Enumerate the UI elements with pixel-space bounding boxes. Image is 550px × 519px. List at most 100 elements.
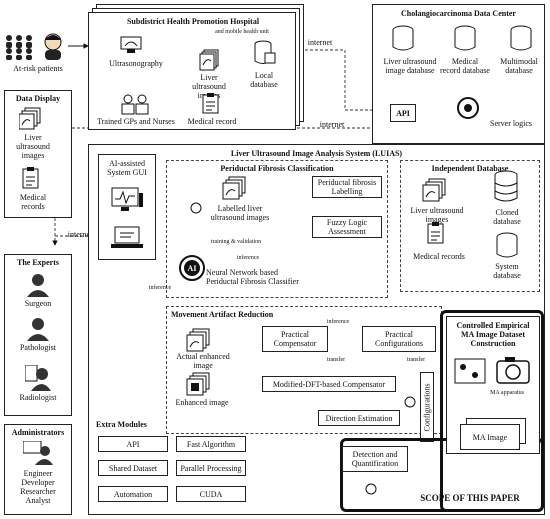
medical-record-label: Medical record	[187, 117, 237, 126]
enhanced-image-label: Enhanced image	[175, 398, 229, 407]
server-logics-icon	[457, 97, 479, 119]
training-label: training & validation	[210, 239, 262, 245]
module-cuda[interactable]: CUDA	[176, 486, 246, 502]
system-db-label: System database	[493, 262, 521, 280]
module-automation[interactable]: Automation	[98, 486, 168, 502]
hospital-box: Subdistrict Health Promotion Hospital an…	[88, 12, 296, 130]
gui-label: AI-assisted System GUI	[107, 159, 147, 177]
experts-box: The Experts Surgeon Pathologist Radiolog…	[4, 254, 72, 416]
surgeon-label: Surgeon	[24, 299, 52, 308]
fuzzy-logic-label: Fuzzy Logic Assessment	[326, 218, 368, 236]
at-risk-patients: At-risk patients	[3, 30, 73, 80]
mar-title: Movement Artifact Reduction	[171, 310, 274, 319]
ma-image-box[interactable]: MA Image	[460, 424, 520, 450]
inference-label-1: inference	[236, 255, 260, 261]
actual-enhanced-icon	[186, 328, 210, 352]
scope-label: SCOPE OF THIS PAPER	[420, 493, 520, 503]
internet-label-4: internet	[67, 230, 93, 239]
dft-compensator-box[interactable]: Modified-DFT-based Compensator	[262, 376, 396, 392]
internet-label-1: internet	[307, 38, 333, 47]
internet-label-2: internet	[319, 120, 345, 129]
multimodal-db-icon	[510, 25, 532, 51]
pfc-box: Periductal Fibrosis Classification	[166, 160, 388, 298]
module-parallel-processing-label: Parallel Processing	[180, 463, 242, 473]
module-shared-dataset[interactable]: Shared Dataset	[98, 460, 168, 476]
liver-image-stack-icon	[199, 49, 219, 71]
ai-brain-icon	[179, 255, 205, 281]
ma-apparatus-label: MA apparatus	[490, 390, 524, 396]
medical-db-label: Medical record database	[440, 57, 490, 75]
patients-icon	[6, 33, 62, 60]
direction-estimation-label: Direction Estimation	[325, 413, 393, 423]
liver-db-icon	[392, 25, 414, 51]
module-shared-dataset-label: Shared Dataset	[108, 463, 158, 473]
transfer-label-2: transfer	[406, 357, 426, 363]
enhanced-image-icon	[186, 372, 210, 396]
junction-node-2-icon	[404, 396, 416, 408]
data-display-box: Data Display Liver ultrasound images Med…	[4, 90, 72, 218]
practical-config-box[interactable]: Practical Configurations	[362, 326, 436, 352]
ultrasonography-label: Ultrasonography	[109, 59, 163, 68]
ind-liver-label: Liver ultrasound images	[410, 206, 464, 224]
detection-box[interactable]: Detection and Quantification	[342, 446, 408, 472]
nn-label: Neural Network based Periductal Fibrosis…	[206, 268, 299, 286]
pf-labelling-box[interactable]: Periductal fibrosis Labelling	[312, 176, 382, 198]
practical-config-label: Practical Configurations	[375, 330, 423, 348]
fuzzy-logic-box[interactable]: Fuzzy Logic Assessment	[312, 216, 382, 238]
trained-gps-label: Trained GPs and Nurses	[97, 117, 175, 126]
labelled-images-label: Labelled liver ultrasound images	[210, 204, 270, 222]
monitor-icon	[111, 187, 143, 211]
labelled-images-icon	[222, 176, 246, 200]
local-database-label: Local database	[250, 71, 278, 89]
radiologist-icon	[25, 365, 51, 391]
administrators-title: Administrators	[11, 428, 65, 437]
detection-label: Detection and Quantification	[351, 450, 399, 468]
actual-enhanced-label: Actual enhanced image	[176, 352, 230, 370]
ind-liver-icon	[422, 178, 446, 202]
module-api[interactable]: API	[98, 436, 168, 452]
api-box[interactable]: API	[390, 104, 416, 122]
module-parallel-processing[interactable]: Parallel Processing	[176, 460, 246, 476]
inference-label-3: inference	[326, 319, 350, 325]
local-database-icon	[254, 40, 276, 64]
cloned-db-label: Cloned database	[493, 208, 521, 226]
ultrasound-machine-icon	[120, 36, 142, 53]
administrators-icon	[23, 441, 53, 465]
merge-node-icon	[190, 202, 202, 214]
display-medical-label: Medical records	[19, 193, 47, 211]
surgeon-icon	[27, 274, 49, 297]
module-cuda-label: CUDA	[199, 489, 223, 499]
medical-db-icon	[454, 25, 476, 51]
system-db-icon	[496, 232, 518, 258]
transfer-label-1: transfer	[326, 357, 346, 363]
server-logics-label: Server logics	[490, 119, 532, 128]
module-automation-label: Automation	[113, 489, 153, 499]
ai-label: AI	[187, 264, 197, 273]
mobile-unit-label: and mobile health unit	[215, 29, 269, 35]
module-api-label: API	[126, 439, 140, 449]
pf-labelling-label: Periductal fibrosis Labelling	[317, 178, 377, 196]
junction-node-icon	[365, 483, 377, 495]
hospital-title: Subdistrict Health Promotion Hospital	[126, 17, 260, 26]
data-display-title: Data Display	[15, 94, 61, 103]
multimodal-db-label: Multimodal database	[500, 57, 538, 75]
scope-bottom-region	[340, 438, 544, 512]
inference-label-2: inference	[148, 285, 172, 291]
configurations-box[interactable]: Configurations	[420, 372, 434, 442]
cloned-db-icon	[494, 170, 518, 202]
api-label: API	[396, 108, 410, 118]
pathologist-label: Pathologist	[19, 343, 56, 352]
independent-db-title: Independent Database	[431, 164, 509, 173]
pathologist-icon	[27, 318, 49, 341]
display-liver-icon	[19, 107, 41, 130]
extra-modules-title: Extra Modules	[96, 420, 147, 429]
gui-box[interactable]: AI-assisted System GUI	[98, 154, 156, 260]
practical-compensator-box[interactable]: Practical Compensator	[262, 326, 328, 352]
ind-medical-label: Medical records	[413, 252, 465, 261]
display-liver-label: Liver ultrasound images	[16, 133, 50, 160]
direction-estimation-box[interactable]: Direction Estimation	[318, 410, 400, 426]
practical-compensator-label: Practical Compensator	[273, 330, 317, 348]
module-fast-algorithm[interactable]: Fast Algorithm	[176, 436, 246, 452]
controlled-title: Controlled Empirical MA Image Dataset Co…	[456, 321, 530, 348]
at-risk-label: At-risk patients	[13, 64, 63, 73]
